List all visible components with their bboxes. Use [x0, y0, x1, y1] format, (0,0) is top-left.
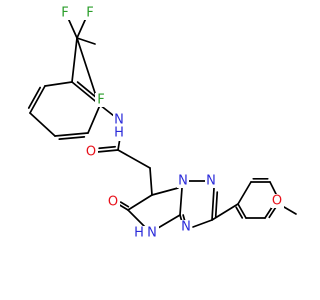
bond-anisyl-5 — [237, 203, 247, 219]
molecule-structure: F F F N H O N N N — [27, 6, 297, 241]
bond-triazole-aryl — [211, 203, 239, 221]
triazole-nitrogen-2: N — [205, 174, 217, 189]
bond-n2-c2 — [211, 187, 215, 221]
bond-cf3-f3 — [76, 37, 97, 97]
bond-cf3-f2 — [76, 17, 87, 39]
bond-ch2-ring — [149, 167, 153, 196]
triazole-nitrogen-3: N — [180, 220, 192, 235]
amide-oxygen: O — [85, 145, 98, 160]
bond-n3-c3a-second — [182, 214, 186, 222]
methoxy-o-label: O — [272, 194, 282, 209]
fluorine-atom-3: F — [95, 93, 107, 108]
bond-phenyl-1 — [87, 104, 101, 134]
fluorine-label-3: F — [97, 93, 104, 108]
bond-phenyl-4 — [29, 85, 46, 114]
fluorine-atom-2: F — [84, 6, 96, 21]
bond-phenyl-2 — [54, 132, 89, 137]
methoxy-oxygen: O — [271, 194, 284, 209]
bond-c3a-n1 — [179, 187, 183, 216]
fluorine-atom-1: F — [59, 6, 71, 21]
amide-o-label: O — [86, 145, 96, 160]
bond-phenyl-2-second — [58, 135, 86, 140]
ring-n2-label: N — [206, 174, 216, 189]
bond-carbonyl-o — [96, 149, 119, 153]
imide-h-label: H — [134, 226, 144, 241]
bond-phenyl-4-second — [27, 86, 41, 109]
atom-labels-layer: F F F N H O N N N — [59, 6, 284, 241]
amide-n-label: N — [114, 113, 124, 128]
bond-o-methyl — [283, 206, 297, 215]
bond-co-nh — [127, 209, 147, 229]
amide-h-label: H — [114, 126, 124, 141]
bond-c5-n1 — [151, 187, 179, 196]
ring-n1-label: N — [178, 174, 188, 189]
bond-phenyl-5 — [44, 81, 73, 87]
bond-ketone-second — [119, 201, 130, 208]
fluorine-label-2: F — [86, 6, 93, 21]
bond-phenyl-3 — [29, 112, 56, 137]
ring-n3-label: N — [181, 220, 191, 235]
ketone-o-label: O — [108, 195, 118, 210]
fluorine-label-1: F — [61, 6, 68, 21]
bond-cf3-f1 — [67, 17, 78, 39]
bond-nh-c3a — [157, 214, 181, 229]
bond-cf3-ring — [71, 37, 78, 83]
amide-nitrogen: N H — [113, 113, 125, 141]
imide-n-label: N — [147, 226, 157, 241]
triazole-nitrogen-1: N — [177, 174, 189, 189]
ketone-oxygen: O — [107, 195, 120, 210]
imide-nitrogen: H N — [133, 226, 159, 241]
bond-c5-co — [127, 194, 153, 211]
bond-anisyl-0 — [237, 181, 252, 205]
bond-carbonyl-o-second — [98, 145, 116, 150]
bond-cf3-f3a — [76, 37, 96, 45]
bonds-layer — [27, 17, 297, 229]
bond-n2-c2-second — [214, 191, 219, 218]
bond-anisyl-5-second — [235, 206, 244, 219]
bond-c2-n3 — [192, 219, 213, 228]
bond-carbonyl-ch2 — [117, 149, 151, 169]
